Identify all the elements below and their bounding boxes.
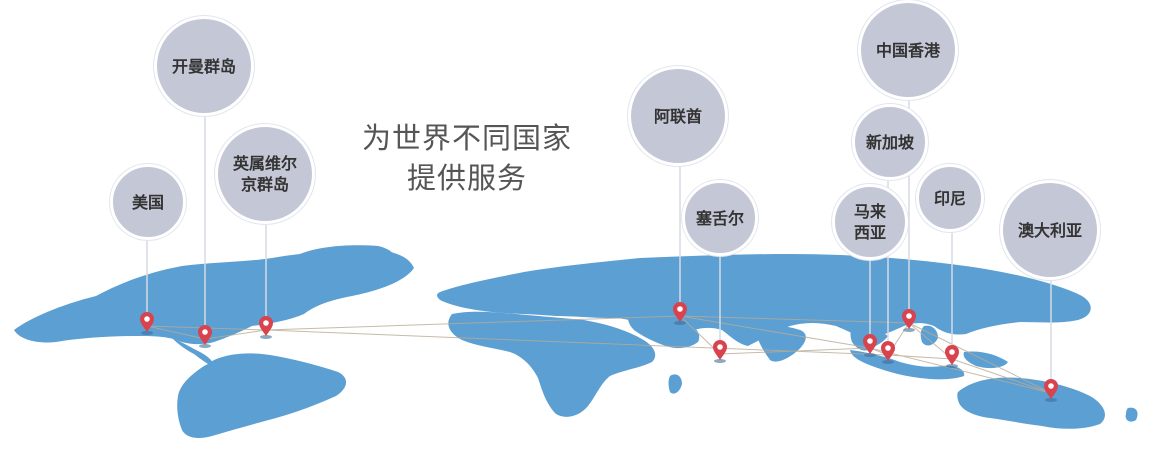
bubble-label: 美国 bbox=[131, 192, 164, 212]
pin-shadow bbox=[946, 364, 958, 368]
bubble-indonesia[interactable]: 印尼 bbox=[916, 164, 984, 232]
bubble-seychelles[interactable]: 塞舌尔 bbox=[682, 180, 758, 256]
pin-dot bbox=[202, 329, 208, 335]
route-line bbox=[887, 354, 953, 360]
pin-dot bbox=[867, 338, 873, 344]
bubble-label: 印尼 bbox=[933, 188, 966, 208]
south-america-landmass bbox=[177, 353, 347, 438]
location-pins bbox=[140, 302, 1058, 402]
pin-seychelles[interactable] bbox=[713, 340, 727, 363]
pin-indonesia[interactable] bbox=[945, 345, 959, 368]
indonesia-landmass bbox=[850, 350, 965, 380]
pin-dot bbox=[1048, 383, 1054, 389]
north-america-landmass bbox=[14, 249, 414, 345]
headline-line-2: 提供服务 bbox=[406, 161, 527, 195]
pin-marker bbox=[945, 345, 959, 365]
new-zealand-landmass bbox=[1125, 407, 1138, 422]
pin-marker bbox=[140, 312, 154, 332]
route-line bbox=[908, 322, 953, 360]
route-line bbox=[204, 329, 267, 340]
pin-shadow bbox=[260, 335, 272, 339]
route-line bbox=[265, 315, 681, 331]
headline-line-1: 为世界不同国家 bbox=[361, 121, 572, 155]
pin-malaysia[interactable] bbox=[863, 334, 877, 357]
pin-marker bbox=[881, 341, 895, 361]
route-line bbox=[719, 347, 871, 355]
bubble-label-line-2: 西亚 bbox=[853, 223, 886, 242]
route-line bbox=[908, 322, 1052, 394]
pin-marker bbox=[259, 316, 273, 336]
bubble-usa[interactable]: 美国 bbox=[110, 164, 186, 240]
pin-dot bbox=[949, 349, 955, 355]
australia-landmass bbox=[957, 377, 1105, 429]
route-line bbox=[679, 315, 910, 324]
central-america-landmass bbox=[172, 338, 216, 368]
bubble-label-line-1: 马来 bbox=[853, 202, 886, 221]
bubble-label: 阿联酋 bbox=[653, 106, 702, 126]
bubble-australia[interactable]: 澳大利亚 bbox=[1000, 180, 1100, 280]
bubble-label: 新加坡 bbox=[865, 132, 914, 152]
pin-shadow bbox=[714, 359, 726, 363]
pin-uae[interactable] bbox=[673, 302, 687, 325]
route-line bbox=[869, 347, 1052, 394]
pin-marker bbox=[713, 340, 727, 360]
pin-shadow bbox=[1045, 398, 1057, 402]
route-line bbox=[265, 329, 889, 356]
bubble-singapore[interactable]: 新加坡 bbox=[852, 104, 928, 180]
route-line bbox=[146, 325, 206, 340]
pin-marker bbox=[673, 302, 687, 322]
bubble-label-group: 马来 西亚 bbox=[854, 201, 886, 243]
pin-marker bbox=[863, 334, 877, 354]
pin-hongkong[interactable] bbox=[902, 309, 916, 332]
bubble-cayman[interactable]: 开曼群岛 bbox=[154, 16, 254, 116]
bubble-label-line-2: 京群岛 bbox=[240, 175, 289, 194]
madagascar-landmass bbox=[668, 374, 682, 394]
bubble-malaysia[interactable]: 马来 西亚 bbox=[832, 184, 908, 260]
pin-dot bbox=[885, 345, 891, 351]
bubble-label-line-1: 英属维尔 bbox=[232, 154, 297, 173]
pin-shadow bbox=[882, 360, 894, 364]
pin-dot bbox=[717, 344, 723, 350]
greenland-landmass bbox=[299, 245, 396, 273]
pin-singapore[interactable] bbox=[881, 341, 895, 364]
pin-cayman[interactable] bbox=[198, 325, 212, 348]
japan-landmass bbox=[954, 298, 980, 322]
bubble-label: 澳大利亚 bbox=[1017, 220, 1082, 240]
pin-dot bbox=[144, 316, 150, 322]
pin-australia[interactable] bbox=[1044, 379, 1058, 402]
pin-marker bbox=[1044, 379, 1058, 399]
india-landmass bbox=[756, 325, 806, 362]
continents bbox=[14, 245, 1138, 438]
pin-marker bbox=[902, 309, 916, 329]
pin-dot bbox=[906, 313, 912, 319]
bubble-hongkong[interactable]: 中国香港 bbox=[858, 0, 958, 100]
africa-landmass bbox=[448, 311, 656, 417]
pin-shadow bbox=[199, 344, 211, 348]
route-line bbox=[679, 315, 871, 349]
pin-dot bbox=[677, 306, 683, 312]
pin-marker bbox=[198, 325, 212, 345]
bubble-label-group: 英属维尔 京群岛 bbox=[233, 153, 297, 195]
pin-shadow bbox=[903, 328, 915, 332]
pin-usa[interactable] bbox=[140, 312, 154, 335]
bubble-label: 中国香港 bbox=[875, 40, 940, 60]
map-headline: 为世界不同国家 提供服务 bbox=[360, 118, 574, 198]
pin-bvi[interactable] bbox=[259, 316, 273, 339]
pin-shadow bbox=[141, 331, 153, 335]
pin-dot bbox=[263, 320, 269, 326]
bubble-label: 塞舌尔 bbox=[695, 208, 744, 228]
route-line bbox=[951, 358, 1052, 394]
bubble-label: 开曼群岛 bbox=[171, 56, 236, 76]
route-lines bbox=[146, 315, 1052, 394]
eurasia-landmass bbox=[437, 254, 1091, 346]
bubble-uae[interactable]: 阿联酋 bbox=[628, 66, 728, 166]
pin-shadow bbox=[864, 353, 876, 357]
bubble-bvi[interactable]: 英属维尔 京群岛 bbox=[215, 124, 315, 224]
pin-shadow bbox=[674, 321, 686, 325]
